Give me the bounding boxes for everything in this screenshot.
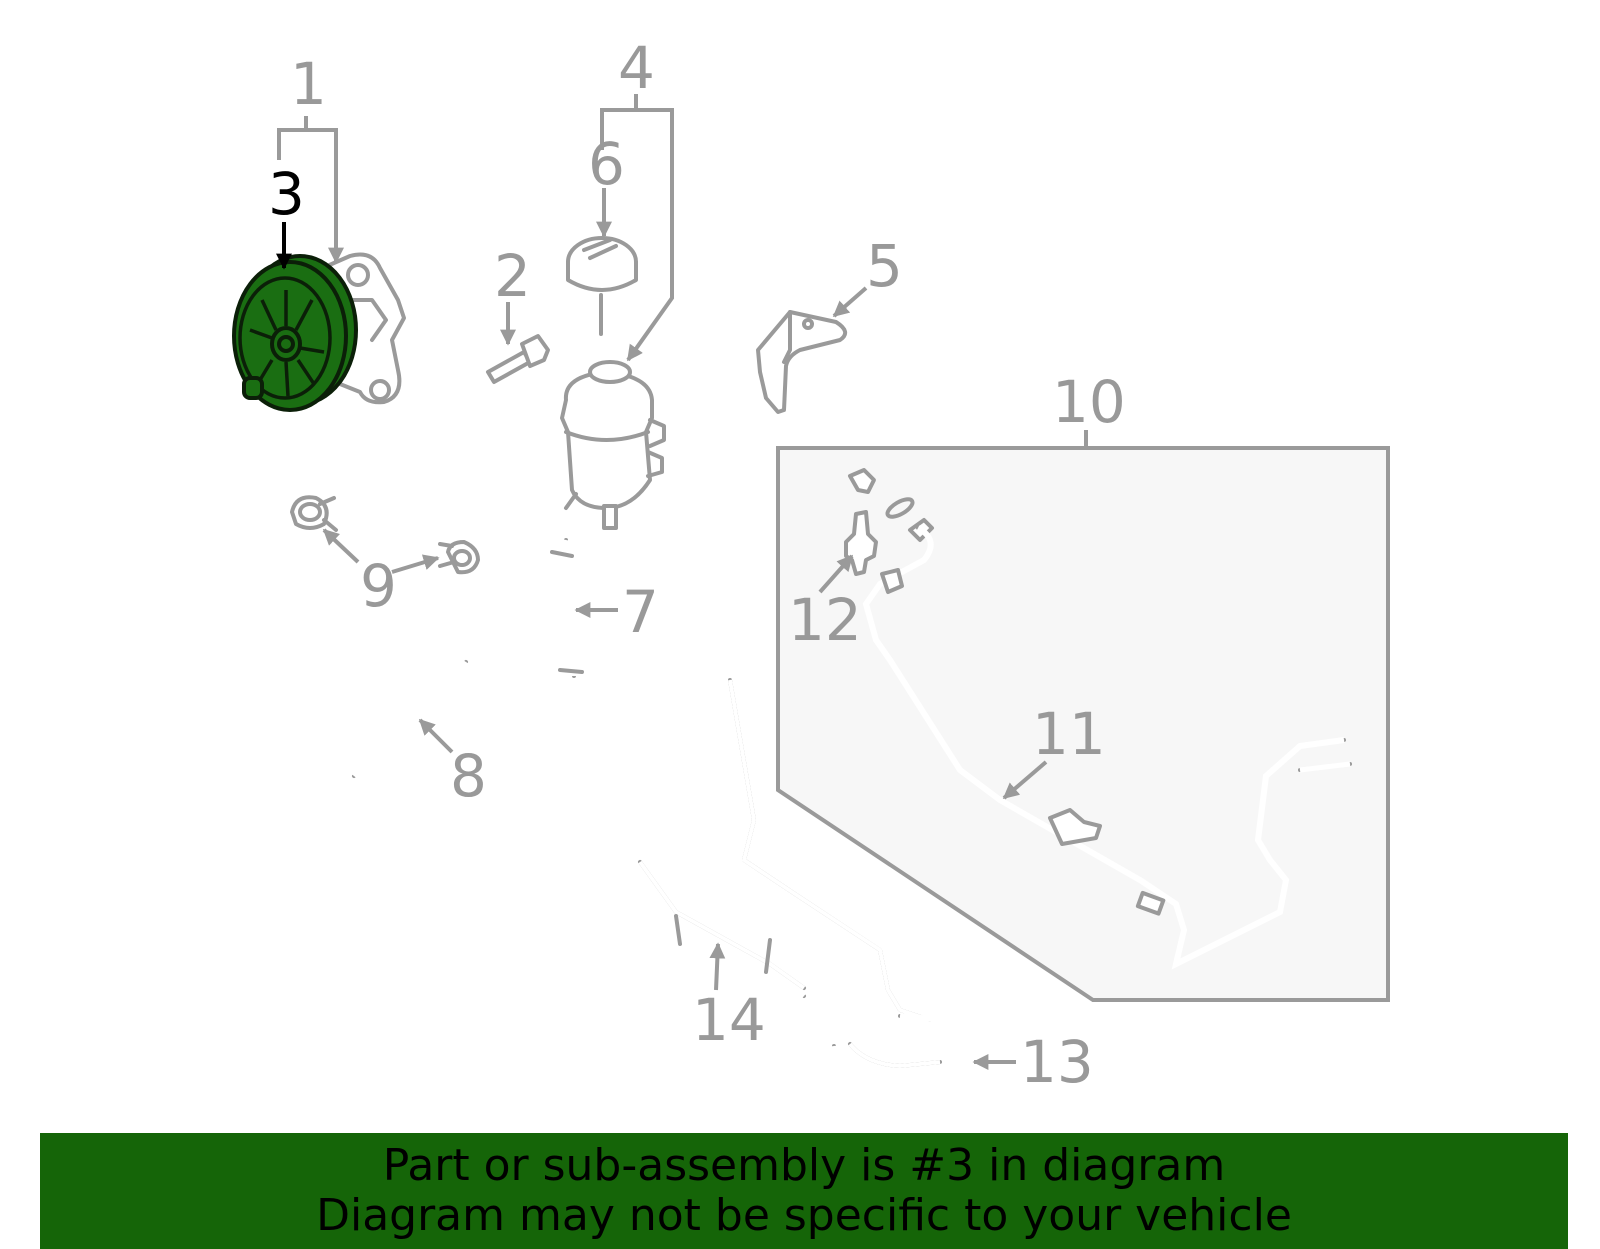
callout-4: 4: [618, 34, 655, 102]
callout-3: 3: [268, 160, 305, 228]
mounting-bracket: [756, 310, 848, 414]
fluid-reservoir: [560, 360, 666, 530]
callout-10: 10: [1052, 368, 1126, 436]
info-banner: Part or sub-assembly is #3 in diagram Di…: [40, 1133, 1568, 1249]
cooler-lines: [728, 678, 965, 1102]
callout-11: 11: [1032, 700, 1106, 768]
suction-hose: [550, 538, 584, 678]
pressure-hose: [862, 525, 1352, 970]
callout-6: 6: [588, 130, 625, 198]
callout-1: 1: [290, 50, 327, 118]
callout-7: 7: [622, 578, 659, 646]
pulley-highlighted: [232, 254, 358, 412]
callout-14: 14: [692, 986, 766, 1054]
callout-2: 2: [494, 242, 531, 310]
banner-line-disclaimer: Diagram may not be specific to your vehi…: [316, 1190, 1292, 1241]
hose-clamp-left: [290, 495, 338, 532]
bolt: [486, 334, 550, 384]
return-hose: [350, 659, 470, 779]
callout-12: 12: [788, 586, 862, 654]
banner-line-part: Part or sub-assembly is #3 in diagram: [382, 1140, 1226, 1191]
assembly-box-10: [776, 430, 1390, 1002]
callout-5: 5: [866, 232, 903, 300]
hose-clamp-right: [438, 540, 480, 575]
callout-13: 13: [1020, 1028, 1094, 1096]
tube-assembly: [613, 855, 806, 998]
leader-lines: [276, 94, 1048, 1070]
callout-9: 9: [360, 552, 397, 620]
callout-labels: 1 2 3 4 5 6 7 8 9 10 11 12 13 14: [268, 34, 1126, 1096]
reservoir-cap: [566, 236, 638, 336]
callout-8: 8: [450, 742, 487, 810]
